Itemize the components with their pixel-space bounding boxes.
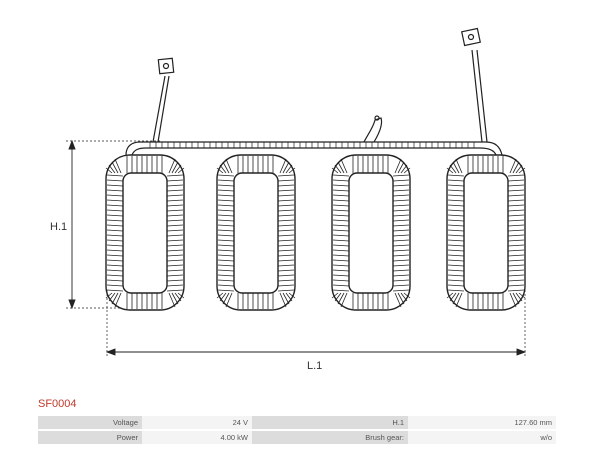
height-dimension (66, 139, 160, 310)
wire-bundle (125, 141, 503, 156)
coil (105, 154, 185, 311)
spec-label: H.1 (252, 416, 408, 429)
coil (446, 154, 526, 311)
spec-label: Voltage (38, 416, 142, 429)
length-dimension (105, 290, 527, 356)
terminal-lead-right (461, 27, 488, 143)
spec-value: 24 V (142, 416, 252, 429)
terminal-lead-left (152, 57, 175, 143)
spec-value: w/o (408, 431, 556, 444)
dimension-lines (66, 139, 527, 356)
specs-table: Voltage 24 V H.1 127.60 mm Power 4.00 kW… (38, 414, 556, 446)
spec-label: Brush gear: (252, 431, 408, 444)
field-coil-drawing: H.1 L.1 (50, 27, 527, 372)
table-row: Power 4.00 kW Brush gear: w/o (38, 431, 556, 444)
coil-group (105, 154, 526, 311)
coil (331, 154, 411, 311)
connection-wires (125, 27, 503, 156)
table-row: Voltage 24 V H.1 127.60 mm (38, 416, 556, 429)
coil (216, 154, 296, 311)
middle-terminal-tab (363, 115, 383, 143)
length-dimension-label: L.1 (307, 360, 322, 372)
spec-value: 127.60 mm (408, 416, 556, 429)
part-code: SF0004 (38, 398, 77, 410)
spec-label: Power (38, 431, 142, 444)
spec-value: 4.00 kW (142, 431, 252, 444)
height-dimension-label: H.1 (50, 221, 67, 233)
